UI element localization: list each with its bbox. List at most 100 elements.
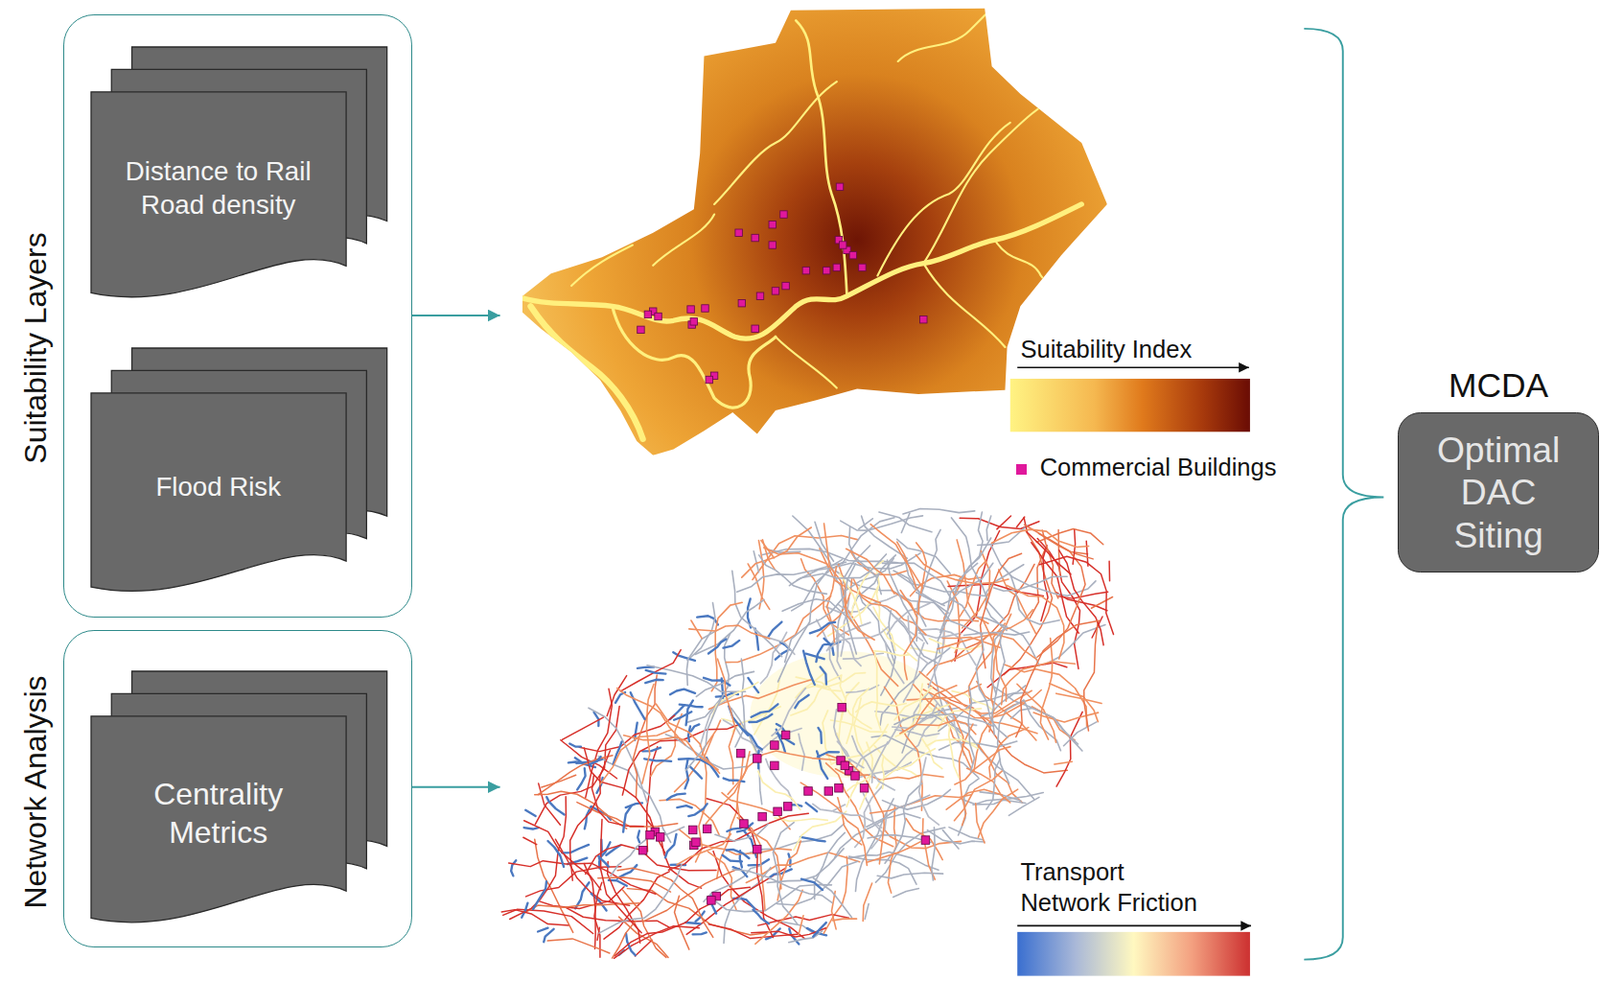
road-segment	[721, 718, 762, 758]
road-segment	[642, 683, 654, 784]
road-segment	[1017, 683, 1057, 743]
road-segment	[947, 580, 960, 653]
road-segment	[991, 529, 1089, 547]
road-segment	[746, 823, 845, 855]
road-segment	[1016, 620, 1100, 737]
document-label-wrap: Centrality Metrics	[91, 775, 347, 853]
road-segment	[577, 767, 585, 789]
road-segment	[1008, 796, 1040, 815]
road-segment	[521, 903, 528, 918]
road-segment	[748, 858, 769, 865]
road-segment	[900, 685, 957, 734]
road-segment	[537, 927, 548, 932]
road-segment	[856, 701, 906, 713]
building-marker	[738, 299, 745, 306]
road-segment	[610, 826, 685, 876]
road-segment	[897, 541, 917, 590]
road-segment	[812, 878, 852, 918]
road-segment	[634, 939, 652, 956]
road-segment	[820, 666, 827, 684]
road-segment	[646, 670, 667, 674]
road-segment	[979, 791, 1021, 801]
building-marker	[751, 233, 759, 241]
road-segment	[942, 830, 959, 849]
building-marker	[702, 824, 712, 834]
road-segment	[754, 680, 780, 735]
road-segment	[689, 765, 702, 779]
road-segment	[751, 703, 779, 717]
building-marker	[783, 802, 792, 812]
road-segment	[689, 625, 770, 639]
road-segment	[501, 909, 569, 926]
road-segment	[982, 619, 1006, 701]
road-segment	[673, 711, 692, 719]
road-segment	[570, 750, 611, 881]
building-marker	[921, 835, 930, 845]
road-segment	[882, 788, 951, 810]
curly-brace	[1303, 28, 1384, 960]
road-segment	[637, 830, 640, 842]
document-stack-shape	[91, 347, 388, 593]
document-sheet	[91, 92, 347, 298]
road-segment	[665, 834, 677, 858]
road-segment	[832, 691, 872, 729]
road-segment	[732, 869, 833, 904]
road-segment	[864, 903, 869, 919]
road-segment	[837, 797, 862, 845]
road-segment	[1108, 560, 1111, 580]
road-segment	[534, 705, 620, 824]
box-label-wrap: Optimal DAC Siting	[1398, 428, 1599, 557]
building-marker	[768, 220, 776, 228]
road-segment	[767, 622, 783, 638]
road-segment	[723, 640, 741, 649]
legend-arrow	[1017, 366, 1250, 369]
building-marker	[822, 266, 830, 274]
building-marker	[858, 263, 866, 271]
building-marker	[768, 241, 776, 249]
road-segment	[691, 723, 699, 731]
legend-swatch	[1016, 463, 1027, 475]
road-segment	[1075, 553, 1094, 559]
road-segment	[525, 810, 535, 816]
road-segment	[803, 650, 815, 685]
building-marker	[692, 837, 701, 847]
legend-entry: Suitability Index	[1020, 335, 1255, 364]
road-segment	[949, 724, 959, 777]
road-segment	[1040, 556, 1114, 634]
legend-gradient-bar	[1010, 378, 1251, 432]
road-segment	[806, 802, 817, 812]
road-segment	[630, 692, 646, 719]
road-segment	[916, 719, 976, 735]
road-segment	[879, 511, 932, 533]
road-segment	[708, 924, 797, 939]
building-marker	[859, 784, 869, 793]
road-segment	[842, 517, 895, 564]
road-segment	[839, 675, 846, 719]
building-marker	[705, 375, 713, 383]
road-segment	[986, 515, 991, 540]
road-segment	[992, 632, 1005, 735]
road-segment	[806, 653, 825, 660]
flow-arrow	[412, 314, 501, 317]
building-marker	[753, 754, 763, 764]
road-segment	[872, 742, 888, 783]
road-segment	[688, 803, 707, 816]
document-sheet	[91, 716, 347, 923]
road-segment	[547, 840, 564, 867]
road-segment	[815, 645, 823, 662]
road-segment	[840, 515, 924, 531]
road-segment	[796, 553, 921, 580]
road-segment	[667, 793, 686, 800]
road-segment	[1006, 585, 1065, 660]
road-segment	[986, 759, 1000, 810]
road-segment	[810, 622, 835, 633]
road-segment	[980, 553, 1022, 669]
road-segment	[798, 915, 804, 935]
road-segment	[788, 554, 886, 586]
road-segment	[765, 759, 793, 801]
building-marker	[770, 761, 780, 770]
road-segment	[561, 717, 603, 740]
road-segment	[862, 882, 872, 921]
road-segment	[685, 922, 700, 924]
